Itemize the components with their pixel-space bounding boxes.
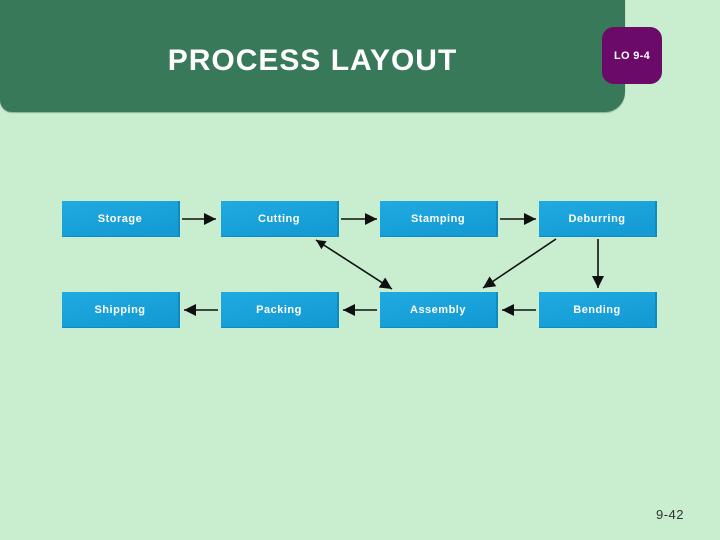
process-box-shipping: Shipping <box>62 292 180 328</box>
process-box-packing: Packing <box>221 292 339 328</box>
process-box-assembly: Assembly <box>380 292 498 328</box>
flow-arrow-cutting-to-assembly <box>315 239 393 290</box>
process-box-bending: Bending <box>539 292 657 328</box>
page-number: 9-42 <box>655 507 684 522</box>
flow-arrow-deburring-to-assembly <box>482 238 557 289</box>
learning-objective-badge: LO 9-4 <box>602 27 662 84</box>
slide-title: PROCESS LAYOUT <box>167 44 458 77</box>
process-box-stamping: Stamping <box>380 201 498 237</box>
process-box-deburring: Deburring <box>539 201 657 237</box>
process-box-cutting: Cutting <box>221 201 339 237</box>
slide-header: PROCESS LAYOUT <box>0 0 625 112</box>
process-box-storage: Storage <box>62 201 180 237</box>
